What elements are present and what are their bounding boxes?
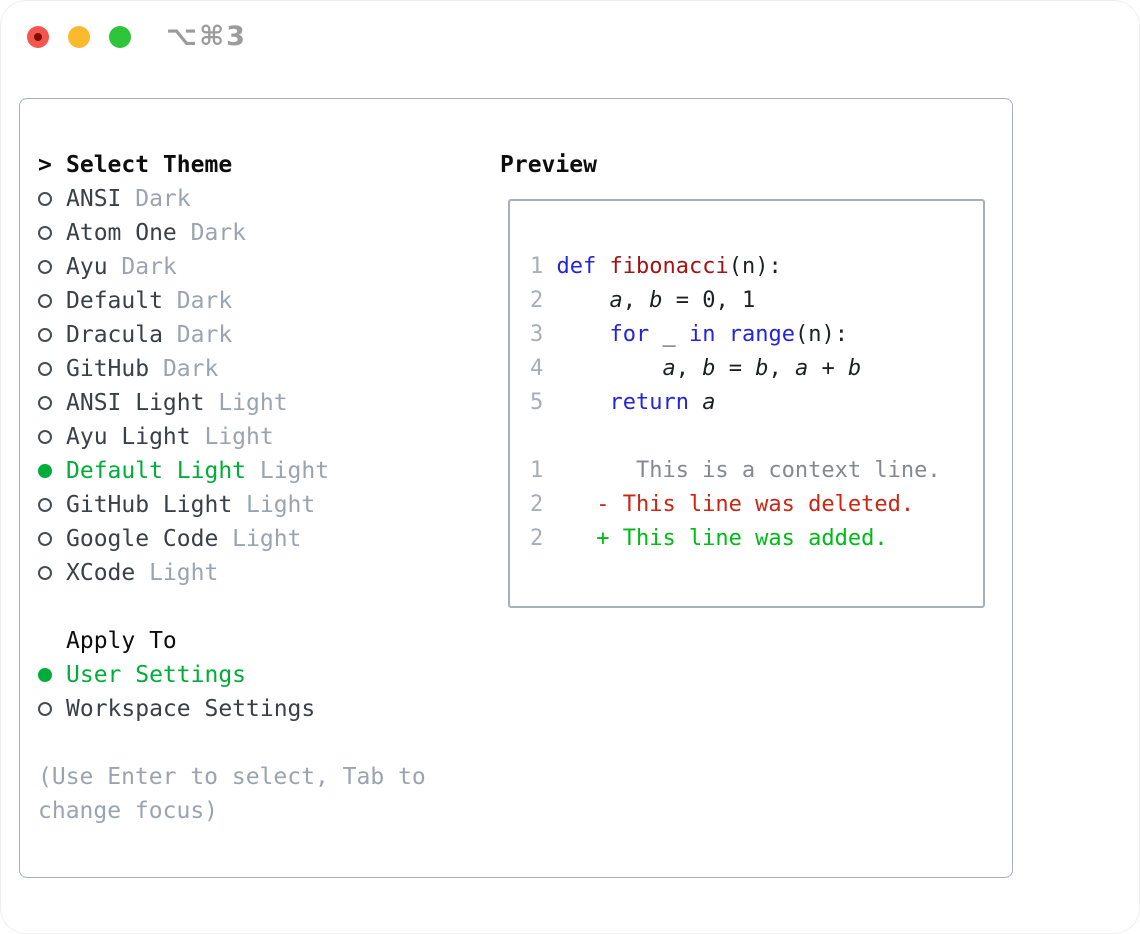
- theme-option[interactable]: Default Dark: [38, 284, 478, 318]
- theme-option[interactable]: Google Code Light: [38, 522, 478, 556]
- theme-option[interactable]: GitHub Light Light: [38, 488, 478, 522]
- variant-label: Light: [218, 390, 288, 416]
- variant-label: Light: [232, 526, 302, 552]
- spacer: [38, 590, 478, 624]
- apply-option[interactable]: Workspace Settings: [38, 692, 478, 726]
- theme-option[interactable]: ANSI Light Light: [38, 386, 478, 420]
- code-line: 2 - This line was deleted.: [530, 488, 983, 522]
- select-theme-header: > Select Theme: [38, 148, 478, 182]
- apply-to-label: Apply To: [66, 628, 177, 654]
- radio-icon: [38, 192, 66, 206]
- variant-label: Light: [204, 424, 274, 450]
- zoom-button[interactable]: [109, 26, 131, 48]
- option-label: ANSI: [66, 186, 122, 212]
- line-number: 2: [530, 526, 544, 551]
- theme-option[interactable]: Atom One Dark: [38, 216, 478, 250]
- line-number: 3: [530, 322, 544, 347]
- variant-label: Light: [246, 492, 316, 518]
- variant-label: Light: [259, 458, 330, 484]
- variant-label: Dark: [135, 186, 191, 212]
- radio-icon: [38, 226, 66, 240]
- close-button[interactable]: [27, 26, 49, 48]
- option-label: Workspace Settings: [66, 696, 316, 722]
- variant-label: Dark: [176, 322, 233, 348]
- line-number: 4: [530, 356, 544, 381]
- line-number: 1: [530, 458, 544, 483]
- code-line: 2 a, b = 0, 1: [530, 284, 983, 318]
- option-label: Google Code: [66, 526, 219, 552]
- line-number: 2: [530, 288, 544, 313]
- variant-label: Dark: [176, 288, 233, 314]
- apply-to-header: Apply To: [38, 624, 478, 658]
- radio-icon: [38, 430, 66, 444]
- option-label: Atom One: [66, 220, 177, 246]
- variant-label: Dark: [162, 356, 219, 382]
- option-label: GitHub Light: [66, 492, 233, 518]
- spacer: [38, 726, 478, 760]
- radio-icon: [38, 362, 66, 376]
- code-line: 4 a, b = b, a + b: [530, 352, 983, 386]
- line-number: 2: [530, 492, 544, 517]
- radio-icon: [38, 396, 66, 410]
- option-label: Ayu: [66, 254, 108, 280]
- apply-option[interactable]: User Settings: [38, 658, 478, 692]
- radio-selected-icon: [38, 464, 66, 478]
- theme-option[interactable]: Ayu Dark: [38, 250, 478, 284]
- variant-label: Light: [149, 560, 219, 586]
- theme-option[interactable]: Default Light Light: [38, 454, 478, 488]
- theme-option[interactable]: ANSI Dark: [38, 182, 478, 216]
- radio-selected-icon: [38, 668, 66, 682]
- radio-icon: [38, 260, 66, 274]
- code-line: 3 for _ in range(n):: [530, 318, 983, 352]
- option-label: ANSI Light: [66, 390, 205, 416]
- hint-text: (Use Enter to select, Tab to change focu…: [38, 764, 426, 824]
- variant-label: Dark: [190, 220, 247, 246]
- code-line: 5 return a: [530, 386, 983, 420]
- radio-icon: [38, 328, 66, 342]
- variant-label: Dark: [121, 254, 177, 280]
- option-label: Default: [66, 288, 163, 314]
- preview-label: Preview: [500, 152, 597, 178]
- prompt-icon: >: [38, 152, 52, 178]
- theme-option[interactable]: GitHub Dark: [38, 352, 478, 386]
- line-number: 1: [530, 254, 544, 279]
- radio-icon: [38, 532, 66, 546]
- theme-option[interactable]: Ayu Light Light: [38, 420, 478, 454]
- radio-icon: [38, 294, 66, 308]
- option-label: GitHub: [66, 356, 150, 382]
- theme-option[interactable]: Dracula Dark: [38, 318, 478, 352]
- blank-line: [530, 420, 983, 454]
- option-label: Default Light: [66, 458, 247, 484]
- code-line: 1 This is a context line.: [530, 454, 983, 488]
- option-label: User Settings: [66, 662, 247, 688]
- select-theme-label: Select Theme: [66, 152, 233, 178]
- option-label: Dracula: [66, 322, 163, 348]
- radio-icon: [38, 702, 66, 716]
- radio-icon: [38, 498, 66, 512]
- radio-icon: [38, 566, 66, 580]
- window-title: ⌥⌘3: [166, 21, 247, 52]
- option-label: XCode: [66, 560, 136, 586]
- code-line: 2 + This line was added.: [530, 522, 983, 556]
- option-label: Ayu Light: [66, 424, 191, 450]
- titlebar: [27, 26, 131, 48]
- line-number: 5: [530, 390, 544, 415]
- minimize-button[interactable]: [68, 26, 90, 48]
- theme-option[interactable]: XCode Light: [38, 556, 478, 590]
